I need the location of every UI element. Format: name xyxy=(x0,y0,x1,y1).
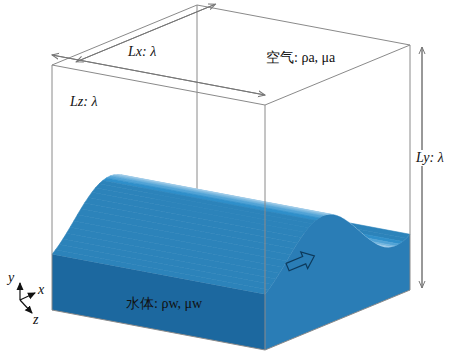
dimension-label: Lx: λ xyxy=(128,44,156,60)
water-body xyxy=(52,175,410,351)
medium-label: 空气: ρa, μa xyxy=(266,50,335,66)
dimension-line xyxy=(76,4,215,62)
box-frame xyxy=(52,4,422,350)
water-side-face xyxy=(265,215,410,351)
frame-edge xyxy=(52,5,197,65)
axis-label: z xyxy=(33,312,38,328)
frame-edge xyxy=(265,105,266,350)
medium-label: 水体: ρw, μw xyxy=(126,296,202,312)
frame-edge xyxy=(197,5,410,45)
dimension-line xyxy=(52,55,265,95)
dimension-line xyxy=(422,47,423,288)
frame-edge xyxy=(410,45,411,290)
dimension-label: Lz: λ xyxy=(70,94,97,110)
dimension-line xyxy=(422,47,423,288)
frame-edge xyxy=(265,290,410,350)
axis-label: x xyxy=(38,282,44,298)
water-front-face xyxy=(52,254,265,350)
dimension-label: Ly: λ xyxy=(414,150,446,166)
dimension-line xyxy=(52,55,265,95)
dimension-line xyxy=(76,4,215,62)
frame-edge xyxy=(52,310,265,350)
axis-label: y xyxy=(8,270,14,286)
flow-arrow xyxy=(284,248,318,276)
frame-edge xyxy=(265,45,410,105)
frame-edge xyxy=(52,65,53,310)
axes xyxy=(20,283,35,313)
